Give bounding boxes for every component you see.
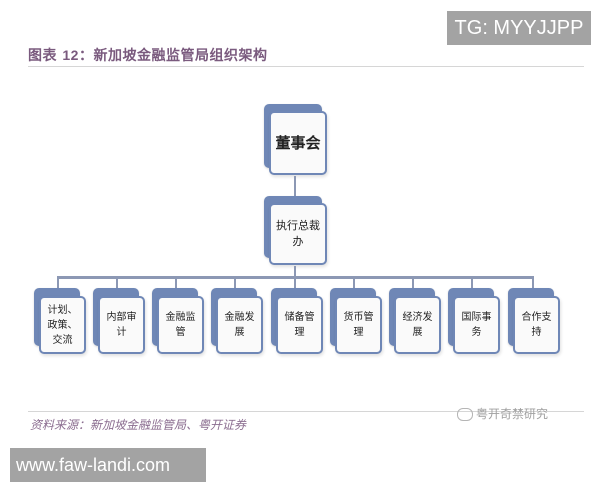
brand-watermark: 粤开奇禁研究 [457, 405, 548, 422]
department-label: 合作支持 [513, 296, 560, 354]
org-node-ceo-office: 执行总裁办 [264, 196, 328, 266]
connector-ceo-to-bus [294, 266, 296, 278]
connector-tick [532, 276, 534, 288]
connector-tick [57, 276, 59, 288]
figure-colon: ： [78, 48, 94, 64]
connector-tick [116, 276, 118, 288]
department-label: 国际事务 [453, 296, 500, 354]
connector-tick [294, 276, 296, 288]
org-node-department: 储备管理 [271, 288, 323, 354]
org-node-department: 货币管理 [330, 288, 382, 354]
department-label: 货币管理 [335, 296, 382, 354]
connector-tick [471, 276, 473, 288]
department-label: 金融监管 [157, 296, 204, 354]
department-label: 金融发展 [216, 296, 263, 354]
wechat-icon [457, 408, 473, 422]
org-node-board-label: 董事会 [269, 111, 327, 175]
org-node-department: 内部审计 [93, 288, 145, 354]
department-label: 经济发展 [394, 296, 441, 354]
department-label: 计划、政策、交流 [39, 296, 86, 354]
connector-tick [175, 276, 177, 288]
org-node-department: 计划、政策、交流 [34, 288, 86, 354]
figure-number: 12 [62, 47, 79, 63]
brand-watermark-text: 粤开奇禁研究 [476, 407, 549, 421]
connector-tick [234, 276, 236, 288]
org-node-board: 董事会 [264, 104, 328, 176]
org-node-department: 金融发展 [211, 288, 263, 354]
footer-divider [28, 411, 584, 412]
figure-title: 图表 12：新加坡金融监管局组织架构 [28, 45, 267, 65]
department-label: 储备管理 [276, 296, 323, 354]
figure-title-text: 新加坡金融监管局组织架构 [93, 48, 268, 64]
source-note: 资料来源：新加坡金融监管局、粤开证券 [30, 418, 247, 432]
connector-root-to-ceo [294, 176, 296, 198]
title-divider [28, 66, 584, 67]
connector-tick [353, 276, 355, 288]
org-node-department: 金融监管 [152, 288, 204, 354]
url-watermark-badge: www.faw-landi.com [10, 448, 206, 482]
org-node-department: 经济发展 [389, 288, 441, 354]
org-node-department: 国际事务 [448, 288, 500, 354]
connector-tick [412, 276, 414, 288]
org-node-ceo-office-label: 执行总裁办 [269, 203, 327, 265]
figure-label: 图表 [28, 48, 63, 64]
department-label: 内部审计 [98, 296, 145, 354]
org-node-department: 合作支持 [508, 288, 560, 354]
tg-watermark-badge: TG: MYYJJPP [447, 11, 591, 45]
